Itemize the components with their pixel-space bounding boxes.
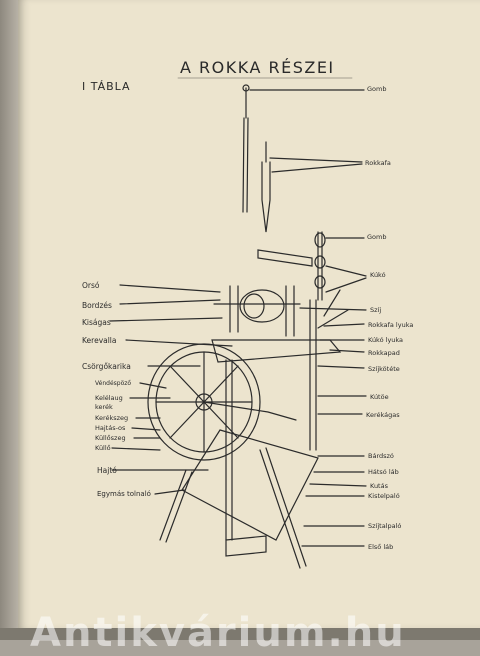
label-gomb-top: Gomb (367, 85, 387, 93)
label-elso-lab: Első láb (368, 543, 394, 551)
page (18, 0, 480, 628)
label-hajtas-os: Hajtás-os (95, 424, 126, 432)
bench (211, 339, 342, 363)
front-leg-left (225, 359, 233, 541)
bobbin (239, 289, 285, 323)
rear-leg (309, 299, 317, 451)
label-kerek: kerék (95, 403, 113, 411)
label-vendespozo: Véndéspöző (95, 380, 132, 387)
tension-peg (317, 289, 349, 329)
label-orso: Orsó (82, 281, 100, 290)
distaff-rod (242, 87, 249, 213)
plate-number: I TÁBLA (82, 80, 131, 93)
book-gutter (0, 0, 18, 640)
label-kutoe: Kútöe (370, 393, 389, 401)
upright-post (317, 231, 323, 301)
leader-orso (119, 284, 221, 293)
diagram-title: A ROKKA RÉSZEI (180, 58, 335, 77)
label-bordzes: Bordzés (82, 301, 112, 310)
label-kutas: Kutás (370, 482, 388, 490)
label-hatso-lab: Hátsó láb (368, 468, 399, 476)
label-bardszo: Bárdszó (368, 452, 394, 460)
label-kistelpalo: Kistelpaló (368, 492, 400, 500)
label-egymas-tolnalo: Egymás tolnaló (97, 490, 151, 498)
label-kuko: Kúkó (370, 271, 386, 279)
distaff-knob (242, 84, 250, 92)
label-rokkafa-lyuka: Rokkafa lyuka (368, 321, 414, 329)
watermark-text: Antikvárium.hu (30, 610, 406, 656)
flyer-uprights (229, 285, 295, 337)
label-rokkafa: Rokkafa (365, 159, 391, 167)
distaff-arm (257, 249, 313, 267)
label-szij: Szíj (370, 306, 382, 314)
label-szijtalpalo: Szíjtalpaló (368, 522, 402, 530)
treadle-leg (159, 469, 193, 543)
label-kulloszeg: Küllőszeg (95, 434, 126, 442)
page-edge (0, 628, 480, 640)
foot-block (225, 535, 267, 557)
label-kerevalla: Kerevalla (82, 336, 117, 345)
label-kelelaug: Kelélaug (95, 394, 123, 402)
label-kerekagas: Kerékágas (366, 411, 400, 419)
treadle-frame (181, 429, 319, 541)
label-kerekszeg: Kerékszeg (95, 414, 129, 422)
spinning-wheel-drawing (109, 77, 367, 569)
label-kuko-lyuka: Kúkó lyuka (368, 336, 404, 344)
axle (203, 401, 297, 421)
label-csorgokarika: Csörgőkarika (82, 362, 131, 371)
front-leg-right (259, 447, 307, 569)
label-hajto: Hajtó (97, 466, 117, 475)
label-kisagas: Kiságas (82, 318, 111, 327)
label-kullo: Küllő (95, 444, 111, 452)
label-szijkotete: Szíjkötéte (368, 365, 400, 373)
label-rokkapad: Rokkapad (368, 349, 400, 357)
distaff-post (261, 141, 271, 233)
label-gomb: Gomb (367, 233, 387, 241)
post-knob (314, 232, 326, 248)
